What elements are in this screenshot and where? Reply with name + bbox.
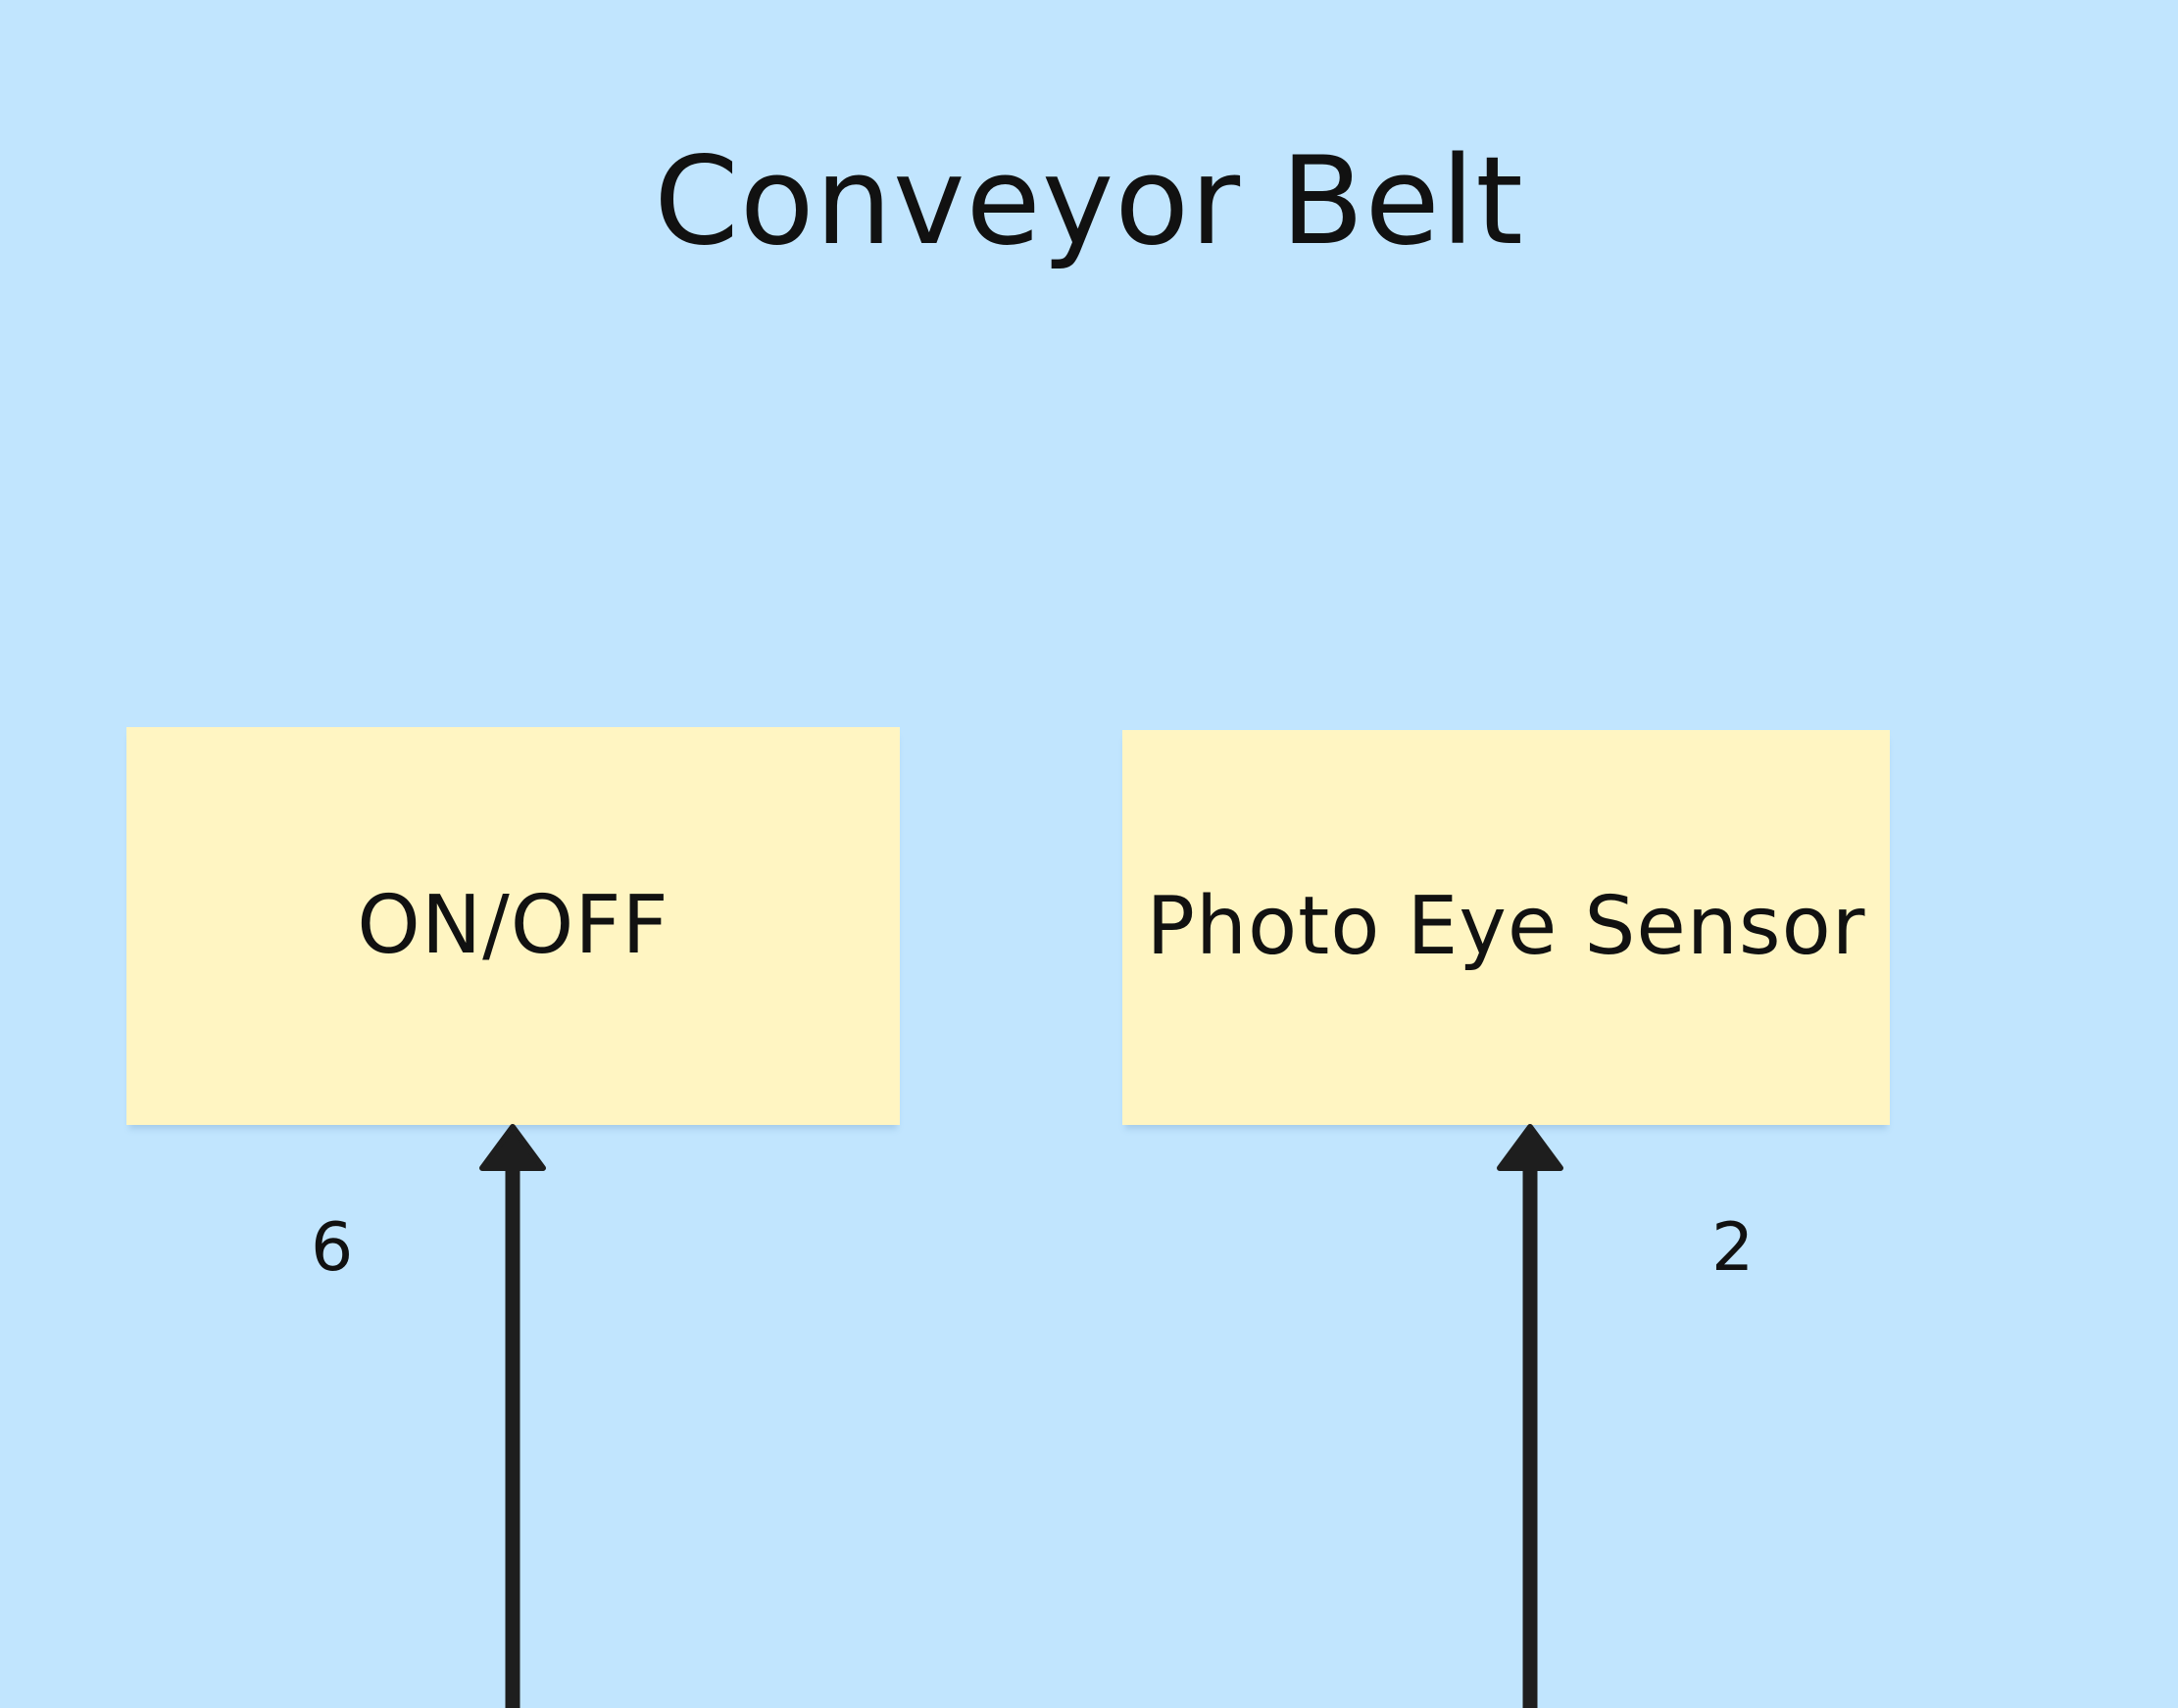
sticky-note-label: Photo Eye Sensor <box>1146 880 1866 974</box>
arrowhead-icon <box>479 1124 546 1171</box>
frame-title: Conveyor Belt <box>654 131 1524 272</box>
connector-label-left: 6 <box>311 1209 354 1287</box>
connector-arrow-photo-eye-sensor[interactable] <box>1497 1124 1563 1708</box>
connector-label-right: 2 <box>1711 1209 1755 1287</box>
sticky-note-photo-eye-sensor[interactable]: Photo Eye Sensor <box>1122 730 1890 1125</box>
connector-arrow-on-off[interactable] <box>479 1124 546 1708</box>
sticky-note-on-off[interactable]: ON/OFF <box>126 727 900 1125</box>
arrowhead-icon <box>1497 1124 1563 1171</box>
sticky-note-label: ON/OFF <box>357 878 669 972</box>
